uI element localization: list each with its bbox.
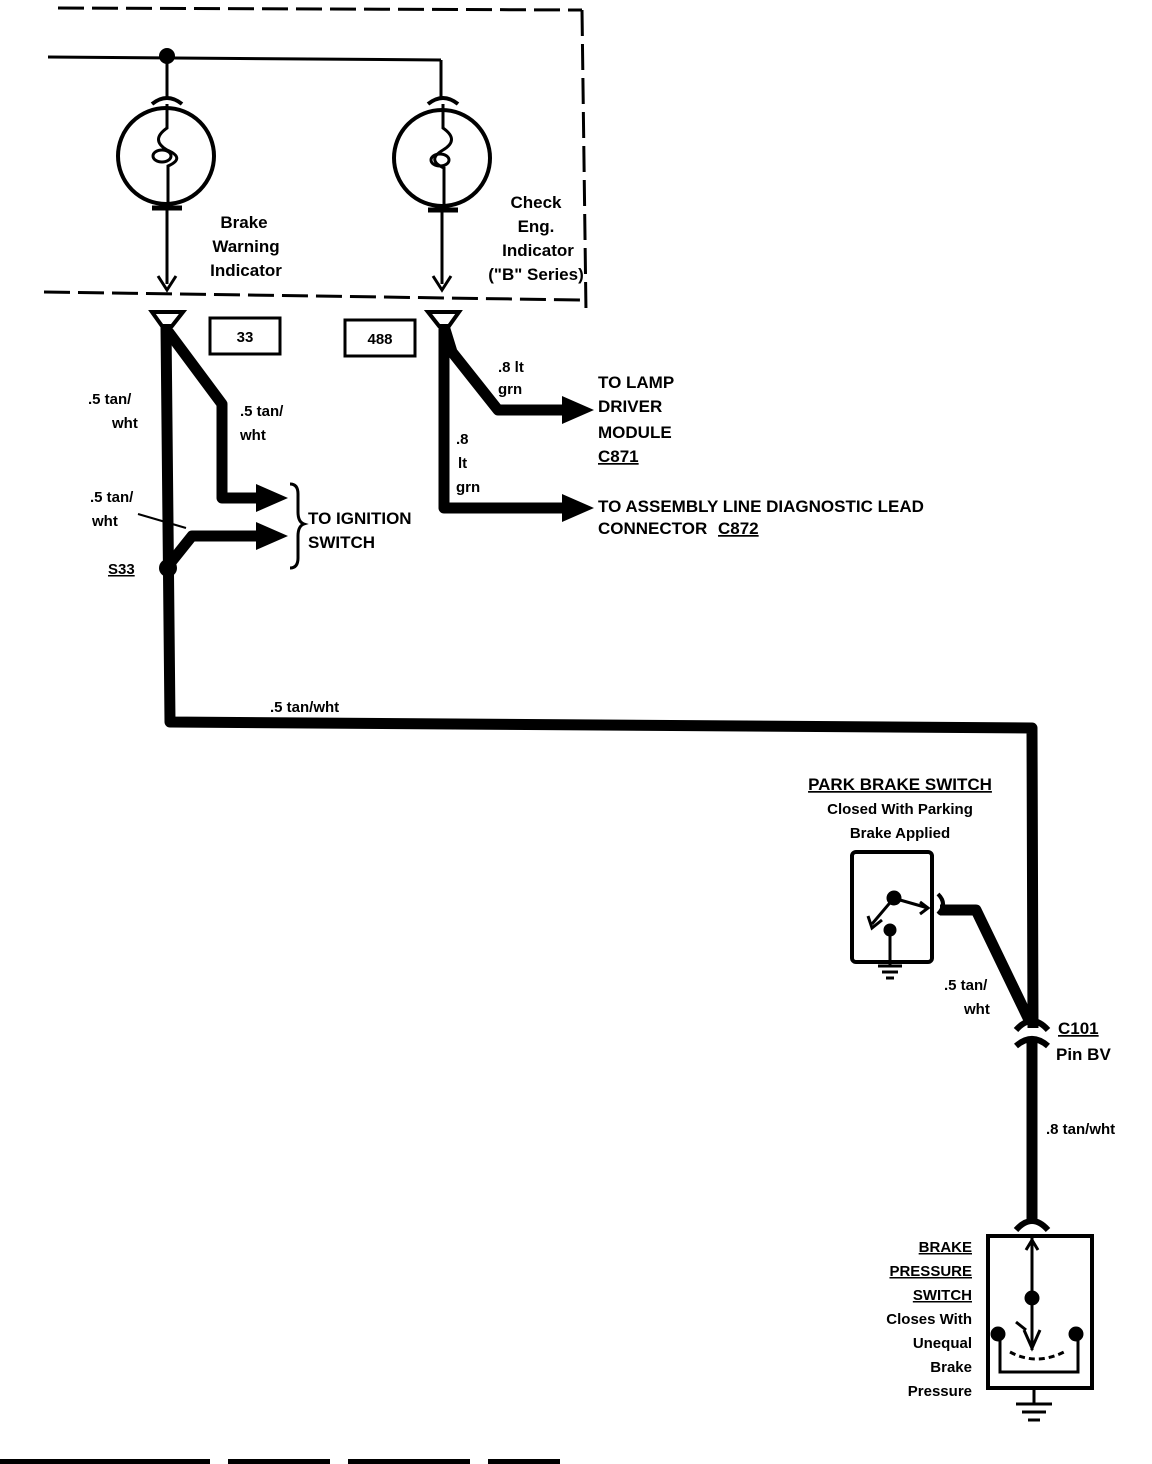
wire-labels: .5 tan/ wht .5 tan/ wht .5 tan/ wht .5 t… [88, 359, 1115, 1138]
wire-label-branch-upper-1: .5 tan/ [240, 403, 284, 420]
brake-warning-line-2: Warning [212, 237, 279, 256]
check-engine-line-3: Indicator [502, 241, 574, 260]
brake-warning-line-3: Indicator [210, 261, 282, 280]
check-engine-label: Check Eng. Indicator ("B" Series) [488, 193, 583, 284]
brake-pressure-labels: BRAKE PRESSURE SWITCH Closes With Unequa… [886, 1239, 972, 1400]
brake-pressure-desc-1: Closes With [886, 1311, 972, 1328]
wire-label-park-switch-2: wht [963, 1001, 990, 1018]
c101-name: C101 [1058, 1019, 1099, 1038]
diag-label-1: TO ASSEMBLY LINE DIAGNOSTIC LEAD [598, 497, 924, 516]
wire-label-right-top-2: grn [498, 381, 522, 398]
ignition-label-2: SWITCH [308, 533, 375, 552]
wire-label-park-switch-1: .5 tan/ [944, 977, 988, 994]
wire-label-right-mid-3: grn [456, 479, 480, 496]
lamp-driver-label-3: MODULE [598, 423, 672, 442]
park-brake-switch-box [850, 850, 934, 964]
diag-connector-arrow [562, 494, 594, 522]
wire-label-left-upper-1: .5 tan/ [88, 391, 132, 408]
wire-label-branch-lower-1: .5 tan/ [90, 489, 134, 506]
brake-pressure-desc-3: Brake [930, 1359, 972, 1376]
park-brake-terminal [936, 892, 945, 916]
park-brake-desc-2: Brake Applied [850, 825, 950, 842]
check-engine-line-2: Eng. [518, 217, 555, 236]
brake-pressure-switch: BRAKE PRESSURE SWITCH Closes With Unequa… [886, 1218, 1094, 1422]
brake-pressure-switch-icon [990, 1237, 1084, 1422]
left-connector-terminal [148, 310, 188, 328]
brake-pressure-switch-box [986, 1234, 1094, 1390]
splice-label: S33 [108, 561, 135, 578]
c101-upper-terminal-icon [1013, 1018, 1051, 1033]
wire-label-right-mid-2: lt [458, 455, 467, 472]
brake-pressure-desc-4: Pressure [908, 1383, 972, 1400]
diag-label-2: CONNECTOR [598, 519, 707, 538]
park-brake-switch: PARK BRAKE SWITCH Closed With Parking Br… [808, 775, 992, 980]
check-engine-lamp-icon [392, 96, 492, 293]
wire-label-branch-lower-2: wht [91, 513, 118, 530]
circuit-number-right: 488 [367, 331, 392, 348]
lamp-driver-label-2: DRIVER [598, 397, 662, 416]
wire-label-branch-upper-2: wht [239, 427, 266, 444]
wire-label-horizontal: .5 tan/wht [270, 699, 339, 716]
wire-label-right-top-1: .8 lt [498, 359, 524, 376]
arrowheads [256, 396, 594, 550]
brake-warning-label: Brake Warning Indicator [210, 213, 282, 280]
lamp-driver-label-1: TO LAMP [598, 373, 674, 392]
c101-lower-terminal-icon [1014, 1036, 1050, 1049]
circuit-box-left [208, 316, 282, 356]
feed-wire [47, 55, 443, 98]
splice-s33-dot [159, 559, 177, 577]
circuit-number-left: 33 [237, 329, 254, 346]
brake-warning-line-1: Brake [220, 213, 267, 232]
park-brake-desc-1: Closed With Parking [827, 801, 973, 818]
brake-pressure-title-2: PRESSURE [889, 1263, 972, 1280]
circuit-box-right [343, 318, 417, 358]
cluster-boundary [43, 6, 588, 313]
brake-pressure-desc-2: Unequal [913, 1335, 972, 1352]
check-engine-line-4: ("B" Series) [488, 265, 583, 284]
park-brake-title: PARK BRAKE SWITCH [808, 775, 992, 794]
main-wiring [160, 324, 1039, 1220]
brake-pressure-title-3: SWITCH [913, 1287, 972, 1304]
brake-pressure-title-1: BRAKE [919, 1239, 972, 1256]
brake-warning-lamp-icon [116, 96, 216, 293]
wire-label-leader [137, 513, 187, 529]
destination-labels: TO IGNITION SWITCH TO LAMP DRIVER MODULE… [308, 373, 924, 552]
ignition-arrow-lower [256, 522, 288, 550]
connector-c101: C101 Pin BV [1013, 1018, 1111, 1064]
lamp-driver-connector: C871 [598, 447, 639, 466]
brake-pressure-terminal [1013, 1218, 1051, 1233]
park-brake-switch-icon [866, 890, 931, 980]
lamp-driver-arrow [562, 396, 594, 424]
diag-connector: C872 [718, 519, 759, 538]
c101-pin: Pin BV [1056, 1045, 1111, 1064]
ignition-bracket [289, 482, 309, 570]
wire-label-lower-run: .8 tan/wht [1046, 1121, 1115, 1138]
feed-splice-dot [159, 48, 175, 64]
ignition-label-1: TO IGNITION [308, 509, 412, 528]
wire-label-left-upper-2: wht [111, 415, 138, 432]
right-connector-terminal [423, 310, 463, 328]
ignition-arrow-upper [256, 484, 288, 512]
check-engine-line-1: Check [510, 193, 562, 212]
wire-label-right-mid-1: .8 [456, 431, 469, 448]
